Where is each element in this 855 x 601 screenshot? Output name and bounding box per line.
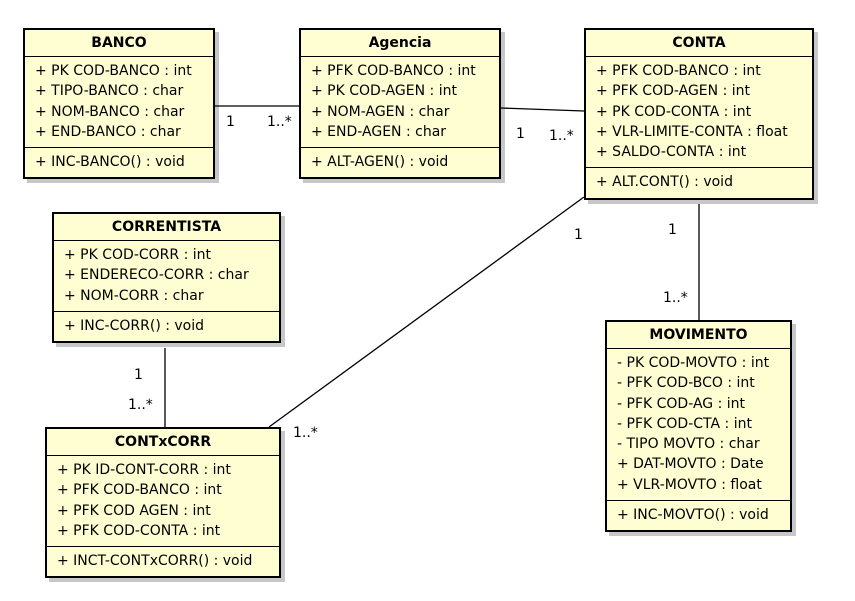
operation: + ALT-AGEN() : void [311,154,449,171]
class-conta[interactable]: CONTA + PFK COD-BANCO : int + PFK COD-AG… [584,28,814,200]
multiplicity-banco-end: 1 [226,114,235,130]
class-contxcorr-operations: + INCT-CONTxCORR() : void [47,547,279,576]
class-banco[interactable]: BANCO + PK COD-BANCO : int + TIPO-BANCO … [23,28,215,180]
attribute: + NOM-AGEN : char [311,103,450,120]
attribute: + PFK COD-AGEN : int [596,83,750,100]
class-agencia-attributes: + PFK COD-BANCO : int + PK COD-AGEN : in… [301,57,499,149]
attribute: + PFK COD-BANCO : int [57,482,222,499]
attribute: + PK ID-CONT-CORR : int [57,462,231,478]
attribute: - PFK COD-BCO : int [617,375,755,392]
class-contxcorr-title: CONTxCORR [47,429,279,456]
class-movimento[interactable]: MOVIMENTO - PK COD-MOVTO : int - PFK COD… [605,320,792,533]
attribute: + PK COD-AGEN : int [311,83,457,100]
attribute: + PK COD-BANCO : int [35,63,192,79]
assoc-conta-contxcorr [268,196,585,428]
attribute: + PFK COD-CONTA : int [57,522,221,539]
multiplicity-contxcorr-end: 1..* [128,397,153,413]
class-correntista-title: CORRENTISTA [54,214,279,241]
class-conta-operations: + ALT.CONT() : void [586,168,812,197]
class-banco-title: BANCO [25,30,213,57]
multiplicity-agencia-end: 1..* [267,114,292,130]
operation: + INCT-CONTxCORR() : void [57,553,253,570]
attribute: + PK COD-CONTA : int [596,103,752,120]
class-movimento-operations: + INC-MOVTO() : void [607,501,790,530]
operation: + ALT.CONT() : void [596,174,733,191]
attribute: - TIPO MOVTO : char [617,436,760,453]
multiplicity-conta-end: 1 [574,227,583,243]
operation: + INC-BANCO() : void [35,154,185,171]
attribute: + PFK COD AGEN : int [57,502,211,519]
class-banco-attributes: + PK COD-BANCO : int + TIPO-BANCO : char… [25,57,213,149]
attribute: + SALDO-CONTA : int [596,144,747,161]
attribute: + TIPO-BANCO : char [35,83,184,100]
multiplicity-correntista-end: 1 [134,367,143,383]
multiplicity-agencia-end: 1 [516,126,525,142]
attribute: + VLR-LIMITE-CONTA : float [596,123,788,140]
attribute: + PFK COD-BANCO : int [596,63,761,79]
attribute: + END-BANCO : char [35,123,181,140]
multiplicity-movimento-end: 1..* [663,290,688,306]
multiplicity-conta-end: 1..* [549,128,574,144]
multiplicity-conta-end: 1 [668,222,677,238]
multiplicity-contxcorr-end: 1..* [293,425,318,441]
class-conta-title: CONTA [586,30,812,57]
class-movimento-attributes: - PK COD-MOVTO : int - PFK COD-BCO : int… [607,349,790,502]
attribute: + END-AGEN : char [311,123,447,140]
class-correntista[interactable]: CORRENTISTA + PK COD-CORR : int + ENDERE… [52,212,281,344]
operation: + INC-MOVTO() : void [617,507,769,524]
class-banco-operations: + INC-BANCO() : void [25,148,213,177]
class-movimento-title: MOVIMENTO [607,322,790,349]
class-contxcorr[interactable]: CONTxCORR + PK ID-CONT-CORR : int + PFK … [45,427,281,579]
class-conta-attributes: + PFK COD-BANCO : int + PFK COD-AGEN : i… [586,57,812,169]
attribute: + NOM-CORR : char [64,287,204,304]
class-correntista-attributes: + PK COD-CORR : int + ENDERECO-CORR : ch… [54,241,279,312]
attribute: - PFK COD-AG : int [617,395,745,412]
assoc-agencia-conta [500,107,585,112]
operation: + INC-CORR() : void [64,317,205,334]
attribute: + NOM-BANCO : char [35,103,185,120]
attribute: + DAT-MOVTO : Date [617,456,764,473]
attribute: + PFK COD-BANCO : int [311,63,476,79]
class-agencia-operations: + ALT-AGEN() : void [301,148,499,177]
class-contxcorr-attributes: + PK ID-CONT-CORR : int + PFK COD-BANCO … [47,456,279,548]
attribute: + ENDERECO-CORR : char [64,267,249,284]
attribute: + VLR-MOVTO : float [617,476,762,493]
attribute: - PFK COD-CTA : int [617,415,752,432]
class-correntista-operations: + INC-CORR() : void [54,312,279,341]
attribute: + PK COD-CORR : int [64,247,211,263]
attribute: - PK COD-MOVTO : int [617,355,770,371]
class-agencia[interactable]: Agencia + PFK COD-BANCO : int + PK COD-A… [299,28,501,180]
class-agencia-title: Agencia [301,30,499,57]
